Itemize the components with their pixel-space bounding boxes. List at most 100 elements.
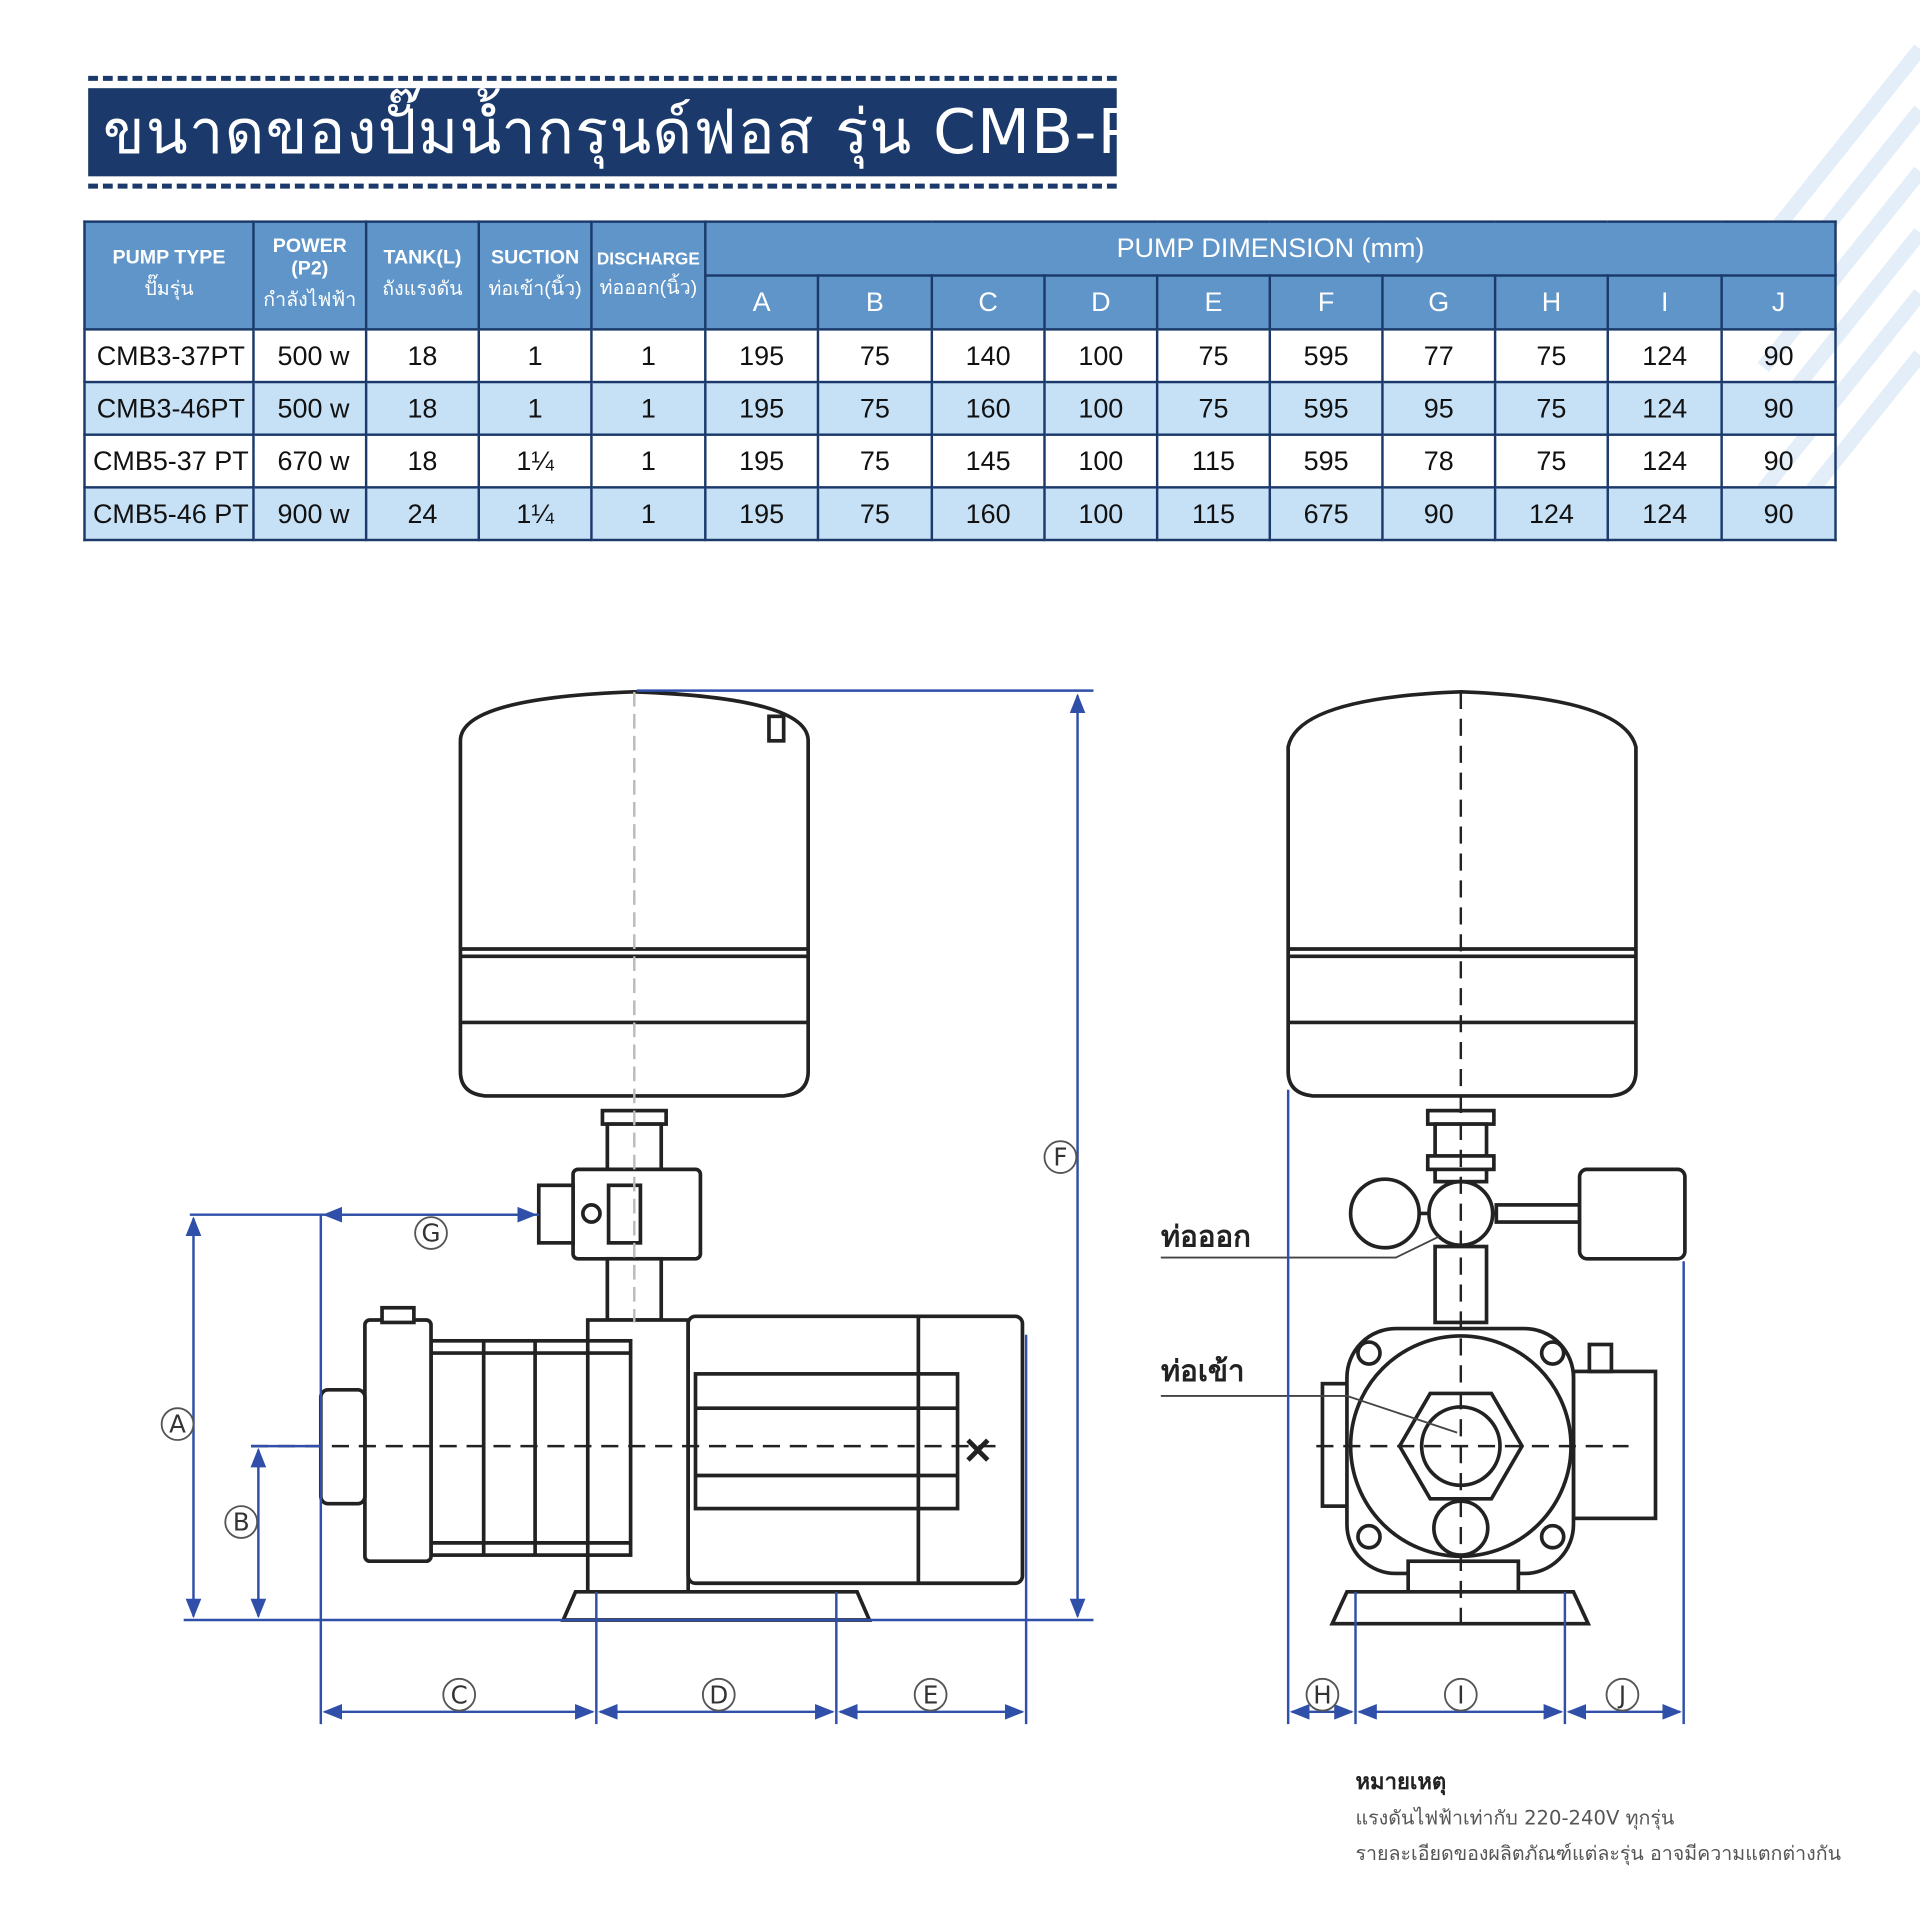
table-cell: 1 [590,328,707,384]
table-cell: 90 [1720,486,1837,542]
table-cell: 500 w [252,328,368,384]
table-cell: 75 [816,486,934,542]
table-cell: 675 [1268,486,1384,542]
table-cell: 115 [1155,486,1272,542]
table-cell: 1 [590,380,707,436]
table-cell: 78 [1381,433,1497,489]
table-cell: 195 [704,433,820,489]
suction-label: ท่อเข้า [1161,1354,1245,1388]
table-cell: 75 [816,433,934,489]
header-dim-h: H [1493,274,1609,331]
side-view-pump: ✕ [318,689,1025,1622]
dotted-divider [88,183,1117,189]
note-title: หมายเหตุ [1355,1769,1447,1796]
dim-label-b: B [233,1508,250,1537]
table-cell: 100 [1043,328,1159,384]
table-cell: 124 [1606,486,1723,542]
dim-label-g: G [422,1219,441,1248]
table-cell: 75 [1493,380,1609,436]
note-box: หมายเหตุ แรงดันไฟฟ้าเท่ากับ 220-240V ทุก… [1356,1763,1841,1870]
header-dim-e: E [1155,274,1272,331]
pump-model-cell: CMB3-37PT [83,328,255,384]
table-cell: 90 [1720,433,1837,489]
table-cell: 100 [1043,433,1159,489]
table-cell: 75 [1493,328,1609,384]
table-cell: 1¼ [477,433,593,489]
table-cell: 75 [1493,433,1609,489]
table-cell: 124 [1606,328,1723,384]
dim-label-f: F [1053,1143,1067,1172]
table-cell: 75 [1155,380,1272,436]
svg-text:✕: ✕ [962,1429,993,1472]
header-dim-b: B [816,274,934,331]
table-cell: 1 [590,486,707,542]
table-cell: 90 [1720,380,1837,436]
header-dim-a: A [704,274,820,331]
table-cell: 195 [704,486,820,542]
discharge-label: ท่อออก [1161,1220,1251,1254]
title-banner: ขนาดของปั๊มน้ำกรุนด์ฟอส รุ่น CMB-PT [88,75,1173,189]
table-cell: 195 [704,380,820,436]
dim-label-a: A [169,1410,186,1439]
table-cell: 75 [816,380,934,436]
front-view-dimension-lines [1286,1089,1685,1725]
table-cell: 124 [1606,433,1723,489]
dim-label-i: I [1457,1680,1464,1709]
table-cell: 75 [1155,328,1272,384]
table-cell: 160 [930,380,1046,436]
table-cell: 1 [590,433,707,489]
table-cell: 115 [1155,433,1272,489]
note-line: แรงดันไฟฟ้าเท่ากับ 220-240V ทุกรุ่น [1355,1806,1675,1830]
header-pump-dimension: PUMP DIMENSION (mm) [704,220,1837,277]
table-cell: 77 [1381,328,1497,384]
table-cell: 124 [1606,380,1723,436]
table-cell: 195 [704,328,820,384]
dim-label-j: J [1617,1680,1626,1709]
table-cell: 140 [930,328,1046,384]
table-cell: 595 [1268,328,1384,384]
pump-model-cell: CMB5-37 PT [83,433,255,489]
dim-label-d: D [709,1680,728,1709]
table-cell: 595 [1268,380,1384,436]
header-dim-d: D [1043,274,1159,331]
table-cell: 75 [816,328,934,384]
page-title: ขนาดของปั๊มน้ำกรุนด์ฟอส รุ่น CMB-PT [88,88,1173,177]
dim-label-e: E [923,1680,938,1709]
pump-model-cell: CMB5-46 PT [83,486,255,542]
table-cell: 595 [1268,433,1384,489]
table-cell: 18 [364,380,481,436]
front-view-pump [1286,689,1687,1626]
table-cell: 1¼ [477,486,593,542]
header-dim-j: J [1720,274,1837,331]
dotted-divider [88,75,1117,81]
table-cell: 24 [364,486,481,542]
side-view-dimension-lines [183,689,1094,1725]
table-cell: 670 w [252,433,368,489]
table-cell: 100 [1043,380,1159,436]
header-dim-f: F [1268,274,1384,331]
dim-label-c: C [451,1680,468,1709]
header-dim-i: I [1606,274,1723,331]
table-cell: 900 w [252,486,368,542]
table-cell: 145 [930,433,1046,489]
table-cell: 100 [1043,486,1159,542]
table-cell: 95 [1381,380,1497,436]
table-cell: 18 [364,328,481,384]
table-cell: 1 [477,380,593,436]
table-cell: 90 [1720,328,1837,384]
dim-label-h: H [1313,1680,1331,1709]
header-tank: TANK(L)ถังแรงดัน [364,220,481,331]
note-line: รายละเอียดของผลิตภัณฑ์แต่ละรุ่น อาจมีควา… [1355,1841,1841,1865]
pump-model-cell: CMB3-46PT [83,380,255,436]
header-dim-c: C [930,274,1046,331]
table-cell: 124 [1493,486,1609,542]
decorative-stripes [1757,44,1920,495]
